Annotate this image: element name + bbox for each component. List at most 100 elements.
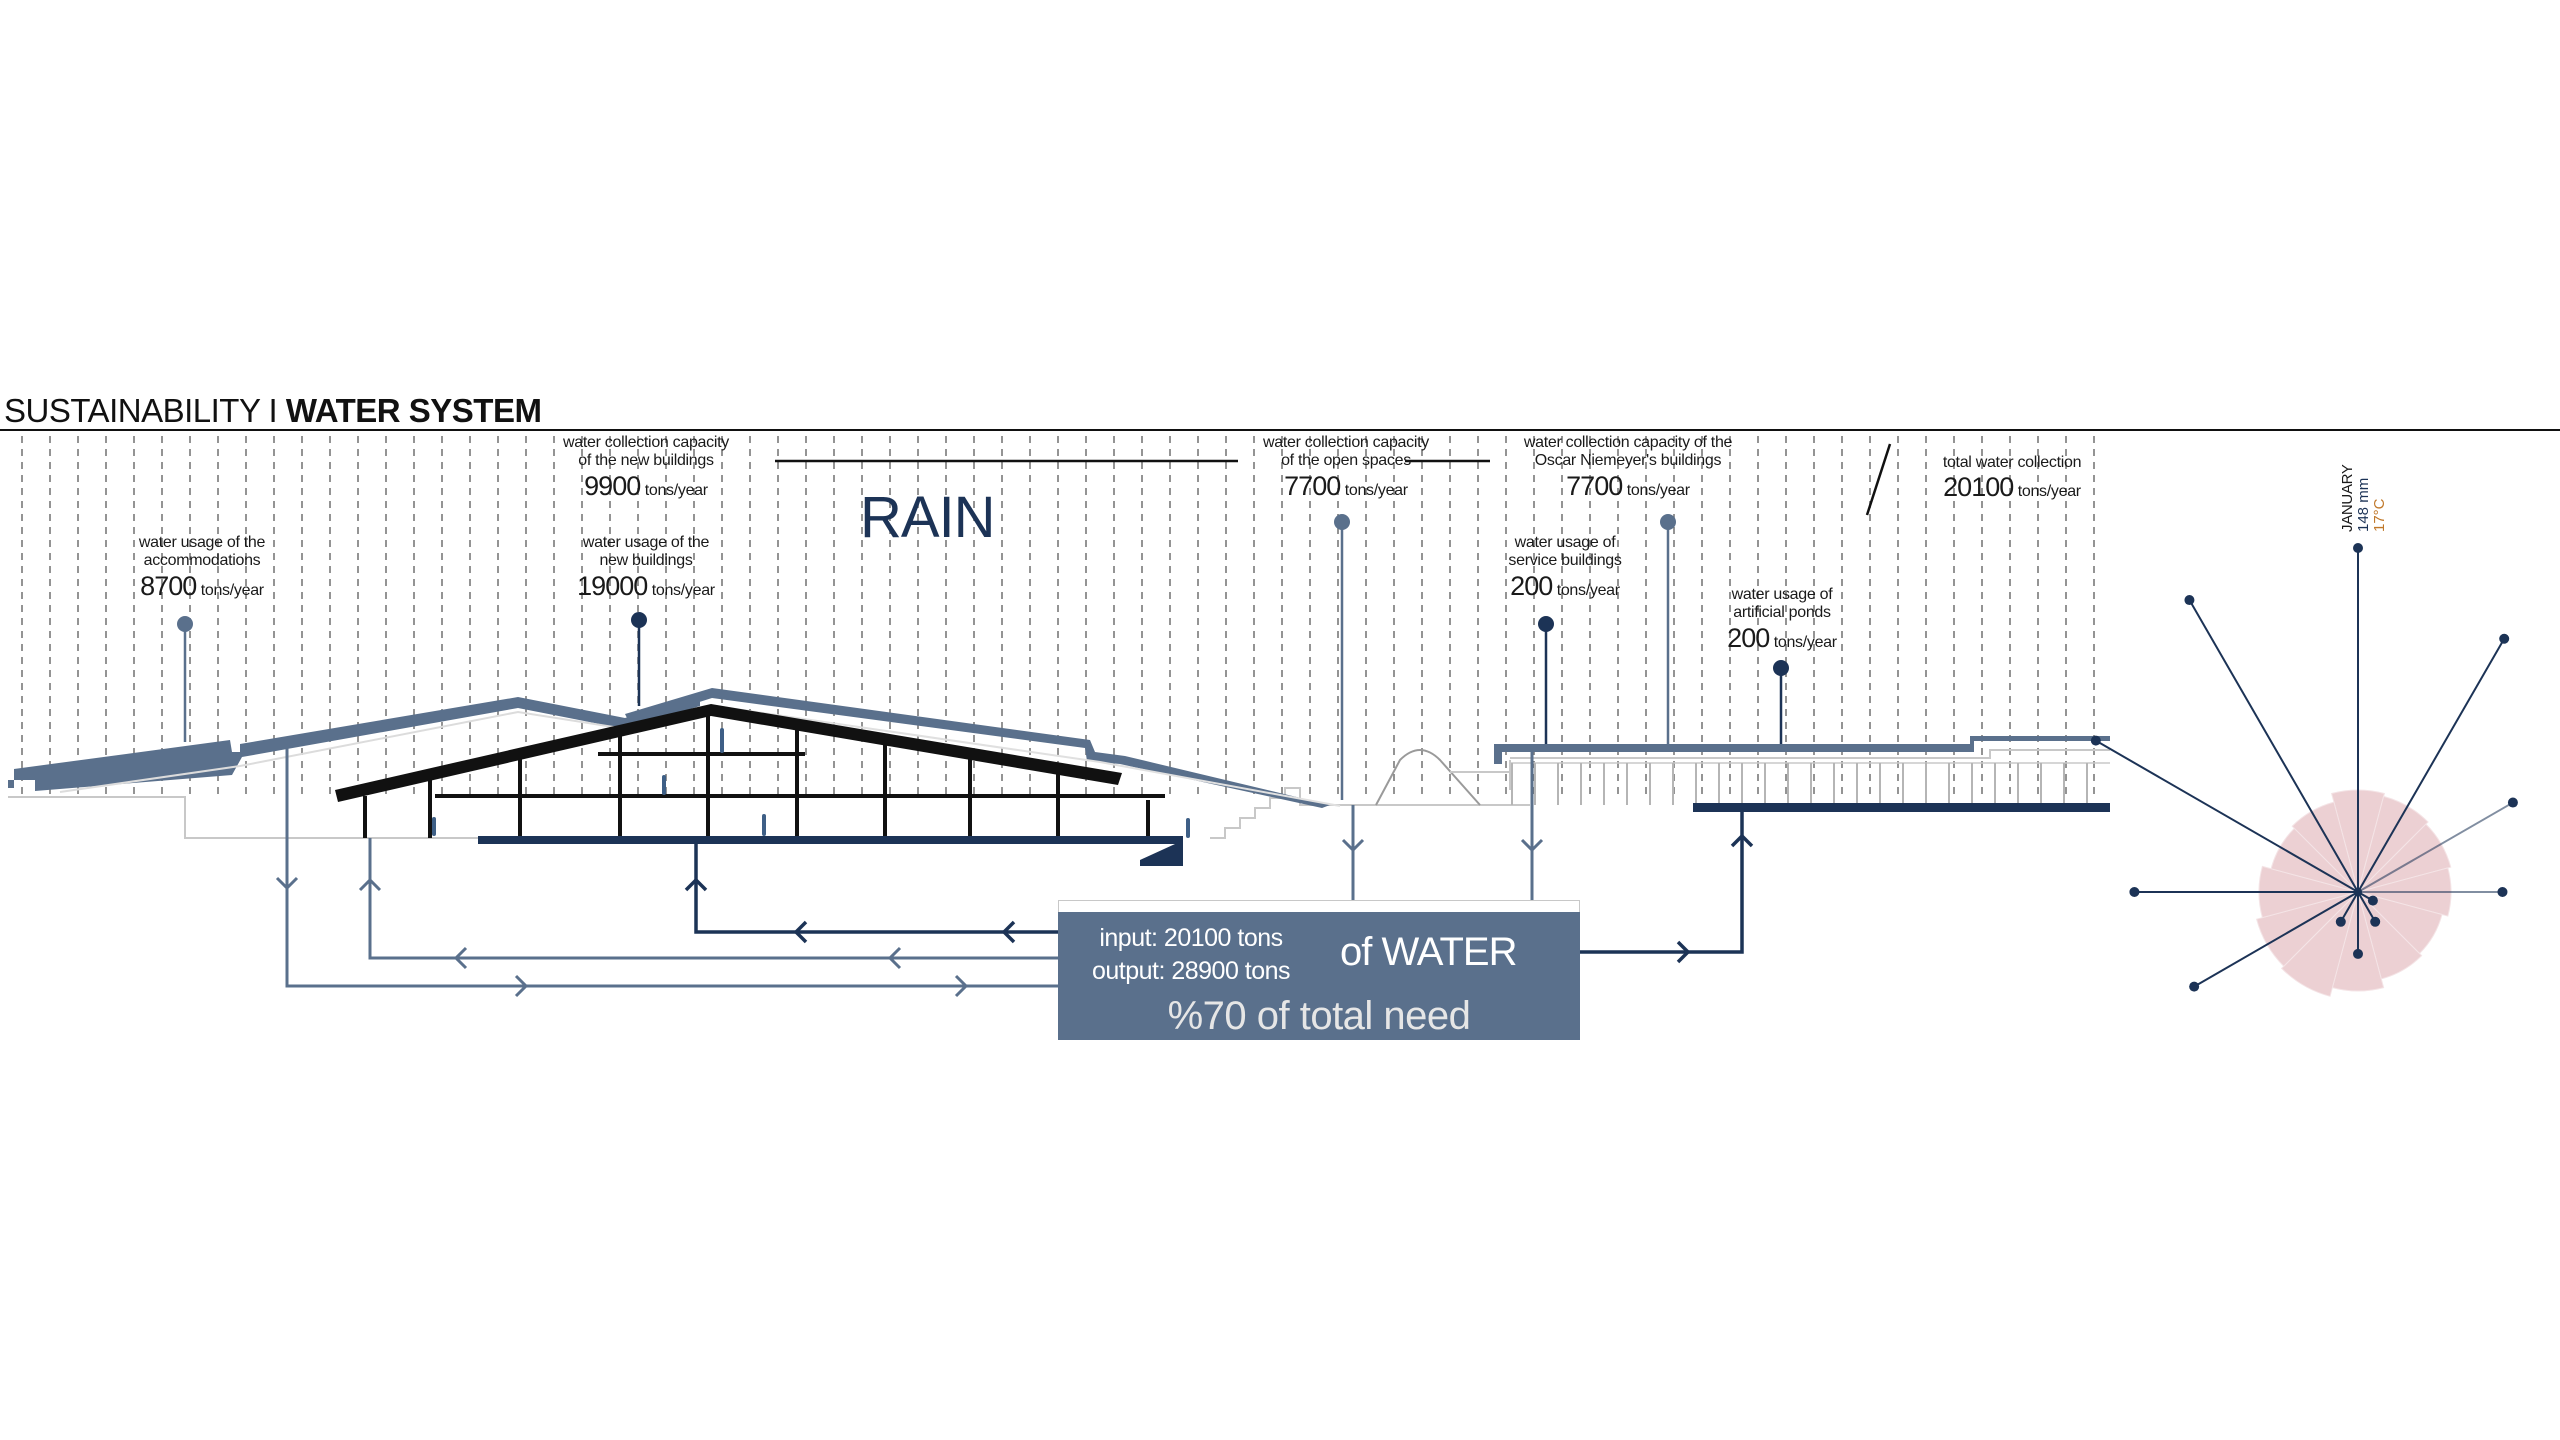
unit: tons/year [1344, 481, 1408, 499]
flow-arrow-up [1730, 833, 1754, 848]
flow-arrow-down [275, 876, 299, 891]
tank-io: input: 20100 tons output: 28900 tons [1066, 922, 1316, 987]
rose-spoke [2357, 891, 2377, 923]
pin-head [177, 616, 193, 632]
pipe-niemeyer-supply [1580, 812, 1744, 954]
rose-spoke-dot [2189, 981, 2200, 992]
caption-line: water collection capacity [563, 434, 729, 451]
water-tank [1058, 912, 1580, 1040]
caption-line: water usage of [1731, 586, 1833, 603]
flow-arrow-left [887, 946, 902, 970]
caption-line: water usage of the [138, 534, 266, 551]
rose-spoke-dot [2184, 595, 2195, 606]
unit: tons/year [200, 581, 264, 599]
tank-need: %70 of total need [1167, 994, 1471, 1038]
people-figures [432, 728, 1190, 838]
flow-arrow-up [358, 877, 382, 892]
rose-spoke [2188, 599, 2359, 893]
title-rule [0, 429, 2560, 431]
rose-spoke-dot [2367, 895, 2378, 906]
rose-center [2354, 888, 2362, 896]
rose-spoke [2357, 638, 2506, 893]
rose-spoke-dot [2353, 543, 2363, 553]
label-accommodations-usage: water usage of the accommodations 8700 t… [138, 534, 266, 602]
rainfall-rose-chart [2090, 543, 2518, 997]
flow-arrow-right [1676, 940, 1691, 964]
title-light: SUSTAINABILITY I [4, 392, 286, 429]
rose-spoke-dot [2497, 887, 2508, 897]
unit: tons/year [1556, 581, 1620, 599]
label-new-buildings-usage: water usage of the new buildings 19000 t… [577, 534, 715, 602]
flow-arrow-left [1001, 920, 1016, 944]
pipe-new-buildings-supply [694, 844, 1058, 934]
value: 9900 [584, 470, 641, 501]
unit: tons/year [644, 481, 708, 499]
month-rain: 148 mm [2354, 477, 2372, 532]
flow-pipes [275, 745, 1754, 998]
caption-line: Oscar Niemeyer's buildings [1534, 452, 1722, 470]
pipe-accommodations-collection [285, 745, 1058, 988]
niemeyer-building [1450, 736, 2110, 812]
accommodations-roof [8, 696, 700, 793]
rain-slash [1865, 443, 1892, 516]
rose-spoke-dot [2370, 916, 2381, 927]
rose-spoke-dot [2335, 916, 2346, 927]
label-service-buildings-usage: water usage of service buildings 200 ton… [1508, 534, 1621, 602]
title-bold: WATER SYSTEM [285, 392, 542, 429]
flow-arrow-right [954, 974, 969, 998]
caption-line: water collection capacity [1263, 434, 1429, 451]
tank-title: of WATER [1340, 930, 1517, 974]
label-ponds-usage: water usage of artificial ponds 200 tons… [1727, 586, 1837, 654]
new-building-structure [335, 704, 1165, 838]
caption-line: water usage of [1514, 534, 1616, 551]
pin-head [1660, 514, 1676, 530]
pin-head [631, 612, 647, 628]
value: 7700 [1284, 470, 1341, 501]
caption-line: accommodations [143, 552, 261, 570]
rose-spoke-dot [2353, 948, 2363, 959]
rose-spoke [2193, 891, 2359, 988]
flow-arrow-down [1341, 838, 1365, 853]
value: 20100 [1943, 472, 2014, 503]
rose-spoke [2339, 891, 2359, 923]
label-niemeyer-collection: water collection capacity of the Oscar N… [1524, 434, 1733, 502]
caption-line: of the new buildings [578, 452, 714, 470]
rose-spoke [2357, 801, 2514, 893]
caption-line: total water collection [1942, 454, 2082, 471]
value: 200 [1727, 622, 1770, 653]
tank-lid [1058, 900, 1580, 914]
rose-spoke-dot [2129, 887, 2140, 897]
unit: tons/year [1773, 633, 1837, 651]
flow-arrow-down [1520, 838, 1544, 853]
month-name: JANUARY [2339, 464, 2356, 532]
flow-arrow-left [793, 920, 808, 944]
caption-line: water usage of the [582, 534, 710, 551]
new-building-slab [478, 836, 1183, 866]
month-temp: 17°C [2370, 498, 2388, 532]
pin-head [1538, 616, 1554, 632]
rose-spoke [2095, 739, 2359, 893]
label-open-spaces-collection: water collection capacity of the open sp… [1263, 434, 1429, 502]
pin-head [1773, 660, 1789, 676]
value: 8700 [140, 570, 197, 601]
caption-line: artificial ponds [1733, 604, 1831, 622]
pin-head [1334, 514, 1350, 530]
value: 200 [1510, 570, 1553, 601]
caption-line: new buildings [599, 552, 693, 570]
tank-input: input: 20100 tons [1099, 924, 1283, 952]
pipe-accommodations-supply [368, 838, 1058, 960]
rose-spoke-dot [2507, 797, 2518, 808]
new-building-roof-skin [625, 688, 1341, 808]
flow-arrow-left [453, 946, 468, 970]
rose-spoke-dot [2090, 735, 2101, 746]
label-new-buildings-collection: water collection capacity of the new bui… [563, 434, 729, 502]
open-space-mound [1375, 749, 1481, 806]
caption-line: service buildings [1508, 552, 1622, 570]
unit: tons/year [651, 581, 715, 599]
flow-arrow-right [514, 974, 529, 998]
unit: tons/year [1626, 481, 1690, 499]
annotation-pins [177, 514, 1789, 800]
flow-arrow-up [684, 877, 708, 892]
